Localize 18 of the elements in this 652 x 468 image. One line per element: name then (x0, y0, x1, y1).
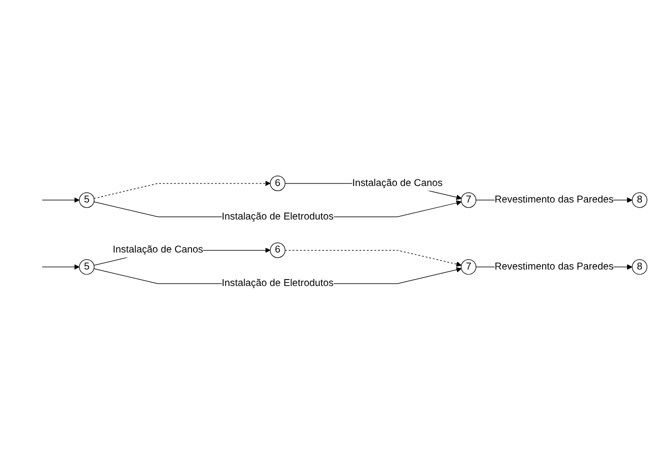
edge-label: Instalação de Eletrodutos (222, 212, 334, 222)
node-circle: 6 (270, 243, 286, 258)
node-circle: 7 (460, 192, 476, 208)
node-circle: 8 (632, 260, 648, 276)
node-circle: 5 (79, 192, 94, 208)
node-circle: 5 (79, 260, 94, 276)
edge-label: Revestimento das Paredes (494, 194, 614, 206)
arrow (42, 264, 80, 270)
arrow (94, 181, 270, 200)
arrow (284, 250, 462, 268)
arrow (42, 198, 80, 204)
edge-label: Instalação de Eletrodutos (222, 278, 334, 290)
edge-label: Instalação de Canos (112, 245, 204, 256)
node-circle: 6 (270, 176, 286, 192)
node-circle: 7 (460, 260, 476, 276)
edge-label: Instalação de Canos (352, 178, 443, 189)
edge-label: Revestimento das Paredes (494, 262, 614, 272)
node-circle: 8 (632, 192, 648, 208)
